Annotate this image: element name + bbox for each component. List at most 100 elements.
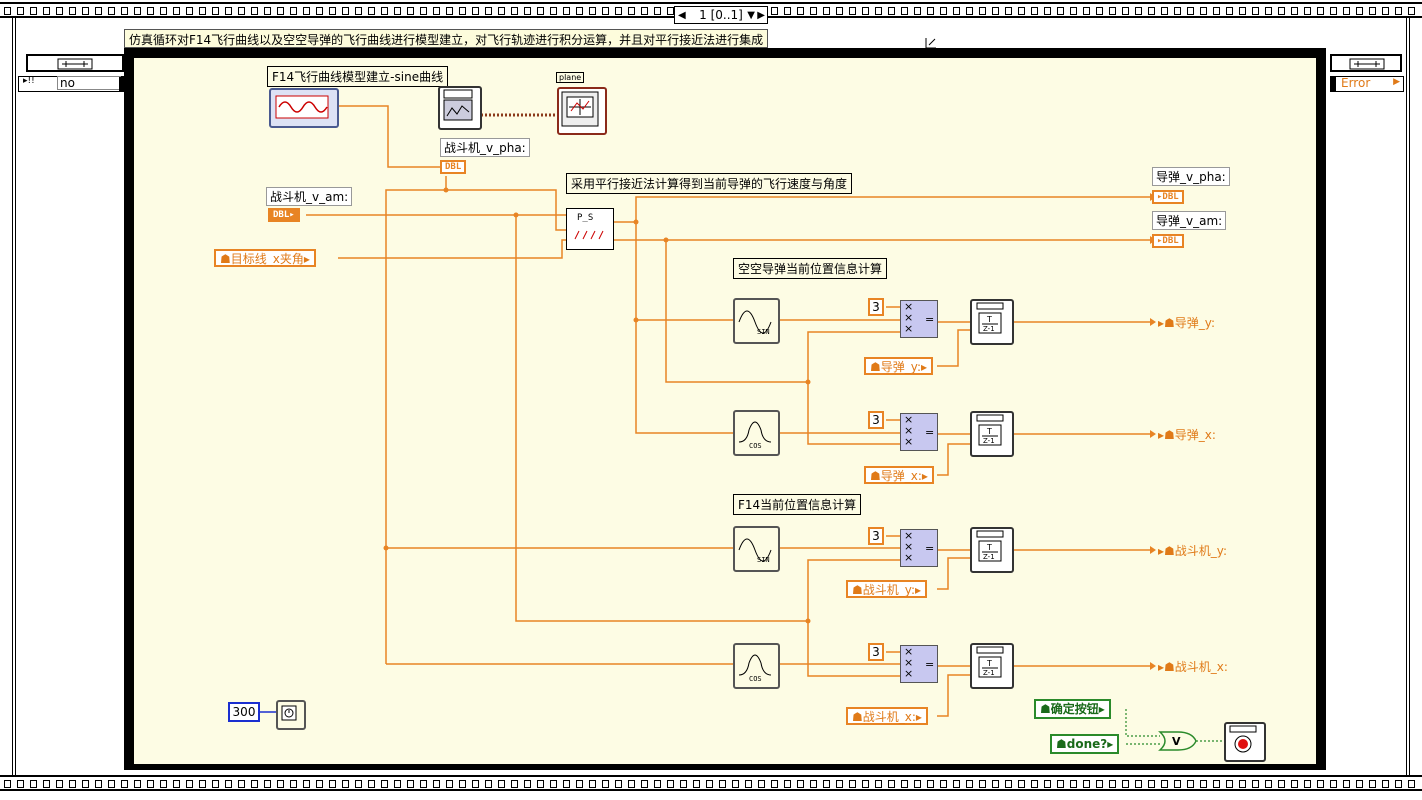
cos-function[interactable]: COS [733, 410, 780, 456]
missile-x-output-text: 导弹_x: [1174, 428, 1216, 442]
wait-ms-constant[interactable]: 300 [228, 702, 260, 722]
fighter-v-pha-terminal[interactable]: DBL [440, 160, 467, 174]
fighter-y-local-text: 战斗机_y: [862, 583, 916, 597]
arrow-icon: ▸ [1158, 316, 1165, 330]
cos-function-f14[interactable]: COS [733, 643, 780, 689]
fighter-y-local[interactable]: ☗战斗机_y:▸ [846, 580, 928, 598]
loop-stop-condition[interactable] [1224, 722, 1266, 762]
fighter-x-local[interactable]: ☗战斗机_x:▸ [846, 707, 928, 725]
or-gate-text: V [1172, 735, 1181, 748]
integral-num: T [986, 315, 992, 324]
compound-multiply-a[interactable]: ×××= [900, 300, 938, 338]
ps-subvi-label: P_S [577, 213, 594, 223]
right-tunnel-value: Error [1341, 76, 1371, 90]
case-selector[interactable]: ◀ 1 [0..1] ▼ ▶ [674, 6, 768, 24]
fighter-y-output[interactable]: ▸☗战斗机_y: [1158, 542, 1227, 559]
main-comment: 仿真循环对F14飞行曲线以及空空导弹的飞行曲线进行模型建立，对飞行轨迹进行积分运… [124, 29, 769, 48]
left-error-tunnel[interactable]: ▸!! no [18, 76, 125, 92]
case-selector-label: 1 [0..1] [699, 8, 743, 22]
dropdown-arrow-icon[interactable]: ▼ [747, 10, 755, 21]
missile-v-pha-label: 导弹_v_pha: [1152, 167, 1230, 186]
dbl-type: DBL [445, 162, 462, 172]
tunnel-arrow-icon: ▶ [1393, 77, 1400, 87]
plane-xy-graph[interactable] [557, 87, 607, 135]
dbl-type: DBL [273, 210, 290, 220]
missile-y-local[interactable]: ☗导弹_y:▸ [864, 357, 934, 375]
sine-wave-icon [275, 95, 329, 119]
house-icon: ☗ [1164, 316, 1175, 330]
arrow-icon: ▸ [921, 469, 928, 483]
missile-y-output[interactable]: ▸☗导弹_y: [1158, 314, 1215, 331]
ps-icon [574, 230, 604, 240]
missile-y-local-text: 导弹_y: [880, 360, 922, 374]
house-icon: ☗ [852, 583, 863, 597]
target-angle-local[interactable]: ☗目标线_x夹角▸ [214, 249, 316, 267]
cos-text: COS [749, 675, 762, 683]
increment-arrow-icon[interactable]: ▶ [757, 10, 765, 21]
constant-3-b[interactable]: 3 [868, 411, 884, 429]
arrow-icon: ▸ [921, 360, 928, 374]
compound-multiply-d[interactable]: ×××= [900, 645, 938, 683]
sin-text: SIN [757, 328, 770, 336]
sequence-frame-right-border [1406, 18, 1410, 775]
missile-x-local-text: 导弹_x: [880, 469, 922, 483]
integral-den: Z-1 [983, 325, 995, 333]
house-icon: ☗ [1164, 660, 1175, 674]
sin-text: SIN [757, 556, 770, 564]
constant-3-a[interactable]: 3 [868, 298, 884, 316]
ps-subvi[interactable]: P_S [566, 208, 614, 250]
house-icon: ☗ [1164, 428, 1175, 442]
sin-function-f14[interactable]: SIN [733, 526, 780, 572]
missile-x-output[interactable]: ▸☗导弹_x: [1158, 426, 1216, 443]
integral-den: Z-1 [983, 437, 995, 445]
sin-function[interactable]: SIN [733, 298, 780, 344]
house-icon: ☗ [852, 710, 863, 724]
missile-v-am-terminal[interactable]: ▸DBL [1152, 234, 1184, 248]
sine-icon: SIN [738, 310, 772, 336]
constant-3-d[interactable]: 3 [868, 643, 884, 661]
constant-3-c[interactable]: 3 [868, 527, 884, 545]
right-error-tunnel[interactable]: Error ▶ [1330, 76, 1404, 92]
done-local[interactable]: ☗done?▸ [1050, 734, 1120, 754]
arrow-icon: ▸ [1158, 544, 1165, 558]
integral-den: Z-1 [983, 669, 995, 677]
wait-ms-function[interactable] [276, 700, 306, 730]
house-icon: ☗ [870, 469, 881, 483]
compound-multiply-c[interactable]: ×××= [900, 529, 938, 567]
xy-graph-icon [561, 91, 599, 127]
fighter-x-local-text: 战斗机_x: [862, 710, 916, 724]
integrator-icon: TZ-1 [976, 646, 1004, 678]
missile-x-local[interactable]: ☗导弹_x:▸ [864, 466, 934, 484]
right-shift-register[interactable] [1330, 54, 1402, 72]
left-shift-register[interactable] [26, 54, 124, 72]
dbl-type: DBL [1162, 236, 1179, 246]
fighter-x-output-text: 战斗机_x: [1174, 660, 1228, 674]
arrow-icon: ▸ [915, 583, 922, 597]
or-gate-icon[interactable]: V [1158, 730, 1198, 752]
plot-subvi[interactable] [438, 86, 482, 130]
fighter-v-am-terminal[interactable]: DBL▸ [268, 208, 300, 222]
integral-num: T [986, 659, 992, 668]
sine-waveform-generator[interactable] [269, 88, 339, 128]
fighter-x-output[interactable]: ▸☗战斗机_x: [1158, 658, 1228, 675]
confirm-button-local[interactable]: ☗确定按钮▸ [1034, 699, 1111, 719]
arrow-icon: ▸ [303, 252, 310, 266]
fighter-v-pha-label: 战斗机_v_pha: [440, 138, 530, 157]
f14-model-label: F14飞行曲线模型建立-sine曲线 [267, 66, 449, 87]
missile-y-output-text: 导弹_y: [1174, 316, 1216, 330]
decrement-arrow-icon[interactable]: ◀ [678, 10, 686, 21]
missile-v-pha-terminal[interactable]: ▸DBL [1152, 190, 1184, 204]
tunnel-edge [119, 77, 124, 91]
house-icon: ☗ [1056, 737, 1067, 751]
waveform-plot-icon [443, 89, 473, 121]
eq-sign: = [925, 426, 935, 439]
compound-multiply-b[interactable]: ×××= [900, 413, 938, 451]
done-text: done? [1066, 737, 1108, 751]
cosine-icon: COS [738, 654, 772, 683]
missile-position-comment: 空空导弹当前位置信息计算 [733, 258, 888, 279]
